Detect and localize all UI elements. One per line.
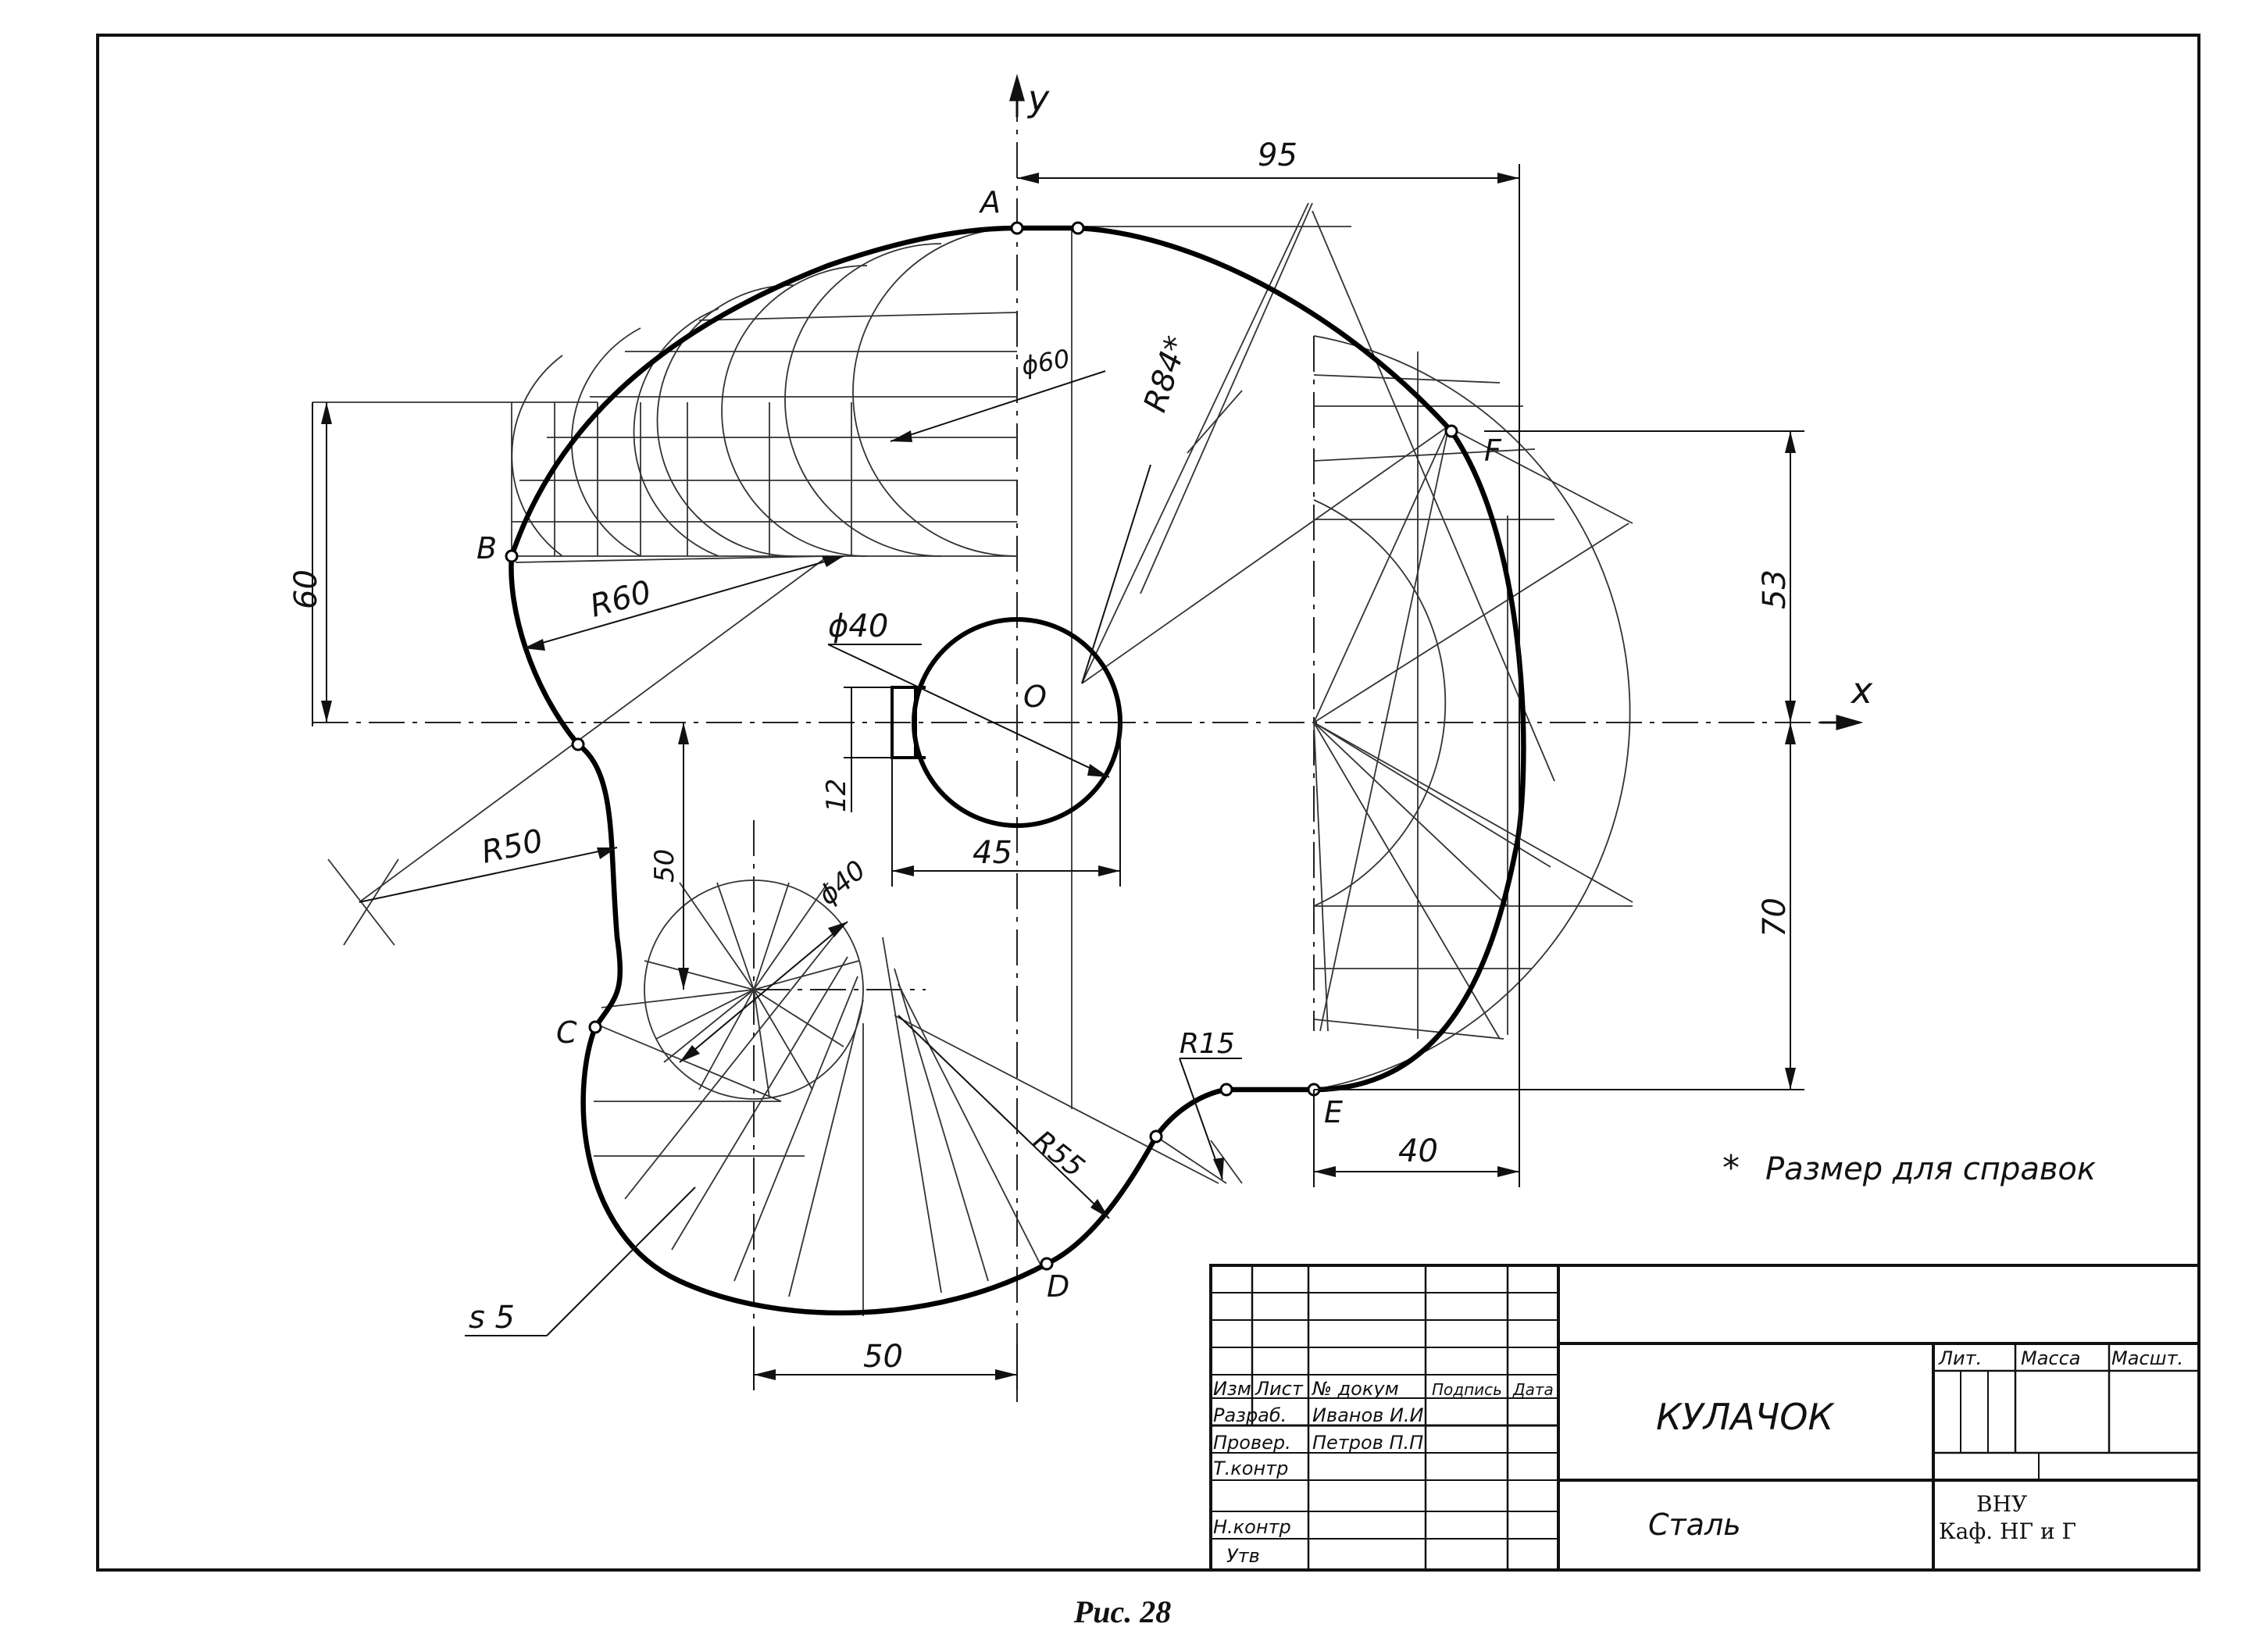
- dimension-lines: [312, 164, 1804, 1390]
- col-date: Дата: [1512, 1380, 1554, 1399]
- row-nkontr: Н.контр: [1213, 1516, 1291, 1538]
- note-asterisk: *: [1722, 1148, 1740, 1188]
- title-block: [1209, 1264, 2200, 1572]
- axis-arrows: [1009, 73, 1864, 730]
- point-label-a: A: [978, 185, 1001, 219]
- point-label-b: B: [476, 531, 497, 566]
- construction-lines: [312, 202, 1633, 1316]
- row-razrab: Разраб.: [1213, 1404, 1287, 1426]
- row-tkontr: Т.контр: [1213, 1458, 1288, 1479]
- dim-r15: R15: [1180, 1028, 1235, 1060]
- figure-caption: Рис. 28: [1073, 1594, 1172, 1629]
- point-label-e: E: [1324, 1095, 1343, 1129]
- row-prover: Провер.: [1213, 1432, 1291, 1454]
- dim-phi40-top: ϕ40: [828, 608, 888, 644]
- dimension-texts: 95 R84* ϕ60 60 R60 ϕ40 12 45 R50 50 ϕ40 …: [288, 137, 1793, 1375]
- col-izm: Изм: [1213, 1378, 1251, 1400]
- col-lit: Лит.: [1938, 1347, 1982, 1369]
- dim-r60: R60: [587, 574, 655, 625]
- col-masshtab: Масшт.: [2111, 1347, 2183, 1369]
- col-massa: Масса: [2021, 1347, 2081, 1369]
- key-points: [505, 221, 1458, 1271]
- point-label-c: C: [556, 1015, 577, 1050]
- org-line-2: Каф. НГ и Г: [1939, 1518, 2076, 1544]
- col-list: Лист: [1255, 1378, 1304, 1400]
- y-axis-label: y: [1026, 77, 1050, 120]
- dimension-arrows: [321, 173, 1796, 1380]
- point-label-o: O: [1023, 680, 1047, 714]
- cam-contour: [509, 225, 1526, 1316]
- dim-r55: R55: [1026, 1125, 1090, 1184]
- dim-50-vertical: 50: [649, 849, 680, 883]
- part-name: КУЛАЧОК: [1656, 1396, 1835, 1438]
- row-utv: Утв: [1226, 1545, 1260, 1567]
- col-sign: Подпись: [1432, 1380, 1502, 1399]
- razrab-name: Иванов И.И: [1312, 1404, 1424, 1426]
- material: Сталь: [1648, 1507, 1741, 1542]
- drawing-frame: [96, 34, 2200, 1572]
- dim-40: 40: [1398, 1133, 1438, 1169]
- dim-50-horizontal: 50: [863, 1339, 903, 1375]
- reference-size-note: Размер для справок: [1765, 1151, 2096, 1187]
- dim-phi60: ϕ60: [1019, 344, 1072, 381]
- dim-60: 60: [288, 569, 324, 609]
- dim-53: 53: [1757, 569, 1793, 609]
- prover-name: Петров П.П: [1312, 1432, 1423, 1454]
- title-block-texts: Изм Лист № докум Подпись Дата Разраб. Ив…: [1213, 1347, 2183, 1567]
- dim-s5: s 5: [469, 1300, 515, 1336]
- dim-r84: R84*: [1137, 332, 1195, 416]
- center-lines: [312, 86, 1820, 1402]
- point-label-f: F: [1484, 434, 1502, 468]
- point-label-d: D: [1047, 1269, 1069, 1304]
- dim-70: 70: [1757, 897, 1793, 937]
- dim-12: 12: [821, 779, 852, 812]
- dim-45: 45: [973, 835, 1012, 871]
- dim-95: 95: [1258, 137, 1297, 173]
- dim-r50: R50: [479, 822, 547, 870]
- org-line-1: ВНУ: [1976, 1491, 2027, 1517]
- col-doc: № докум: [1311, 1378, 1399, 1400]
- point-labels: A B C D E F O: [476, 185, 1502, 1304]
- x-axis-label: x: [1850, 669, 1873, 712]
